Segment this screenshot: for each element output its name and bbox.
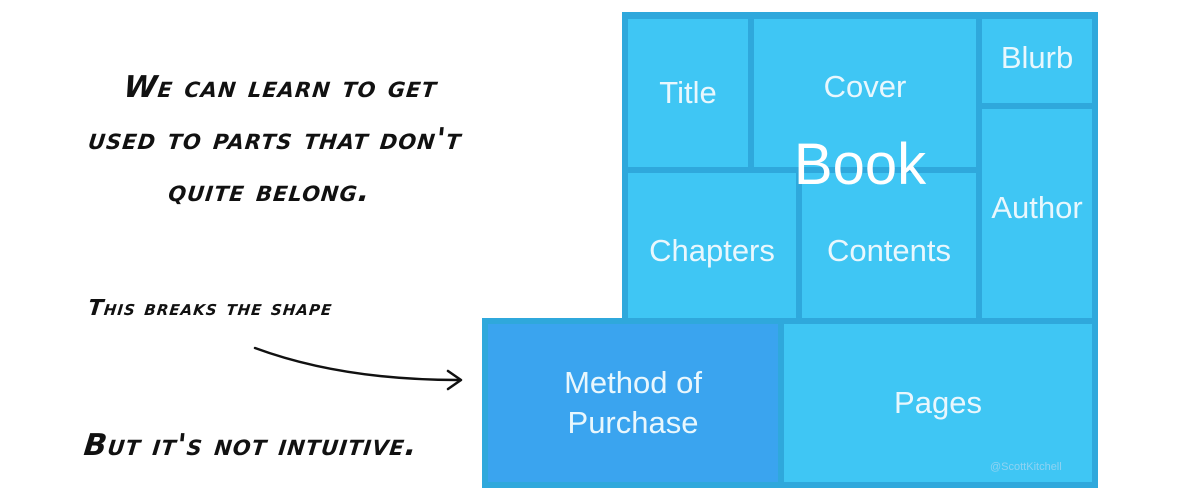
cell-author-label: Author bbox=[991, 189, 1083, 225]
headline-line-3: quite belong. bbox=[166, 174, 373, 209]
footer-text: But it's not intuitive. bbox=[82, 428, 420, 463]
headline-line-2: used to parts that don't bbox=[86, 122, 464, 157]
arrow-shaft bbox=[253, 346, 460, 382]
arrow-head bbox=[446, 369, 463, 391]
cell-blurb-label: Blurb bbox=[1000, 40, 1074, 75]
cell-author: Author bbox=[982, 109, 1092, 318]
cell-method-of-purchase: Method of Purchase bbox=[488, 324, 778, 482]
cell-pages: Pages bbox=[784, 324, 1092, 482]
cell-method-label-line-1: Method of bbox=[564, 365, 702, 400]
cell-chapters: Chapters bbox=[628, 173, 796, 318]
cell-contents: Contents bbox=[802, 173, 976, 318]
cell-cover: Cover bbox=[754, 19, 976, 167]
cell-method-label-line-2: Purchase bbox=[567, 405, 699, 440]
cell-chapters-label: Chapters bbox=[649, 232, 775, 268]
cell-title: Title bbox=[628, 19, 748, 167]
book-label: Book bbox=[793, 132, 927, 197]
watermark: @ScottKitchell bbox=[990, 461, 1062, 473]
cell-cover-label: Cover bbox=[823, 69, 907, 104]
cell-contents-label: Contents bbox=[826, 232, 952, 268]
cell-title-label: Title bbox=[659, 75, 717, 110]
headline-line-1: We can learn to get bbox=[122, 70, 439, 105]
cell-pages-label: Pages bbox=[894, 385, 982, 420]
annotation-text: This breaks the shape bbox=[86, 296, 334, 321]
headline: We can learn to get used to parts that d… bbox=[32, 62, 518, 218]
cell-blurb: Blurb bbox=[982, 19, 1092, 103]
cell-method-label: Method of Purchase bbox=[564, 363, 702, 443]
